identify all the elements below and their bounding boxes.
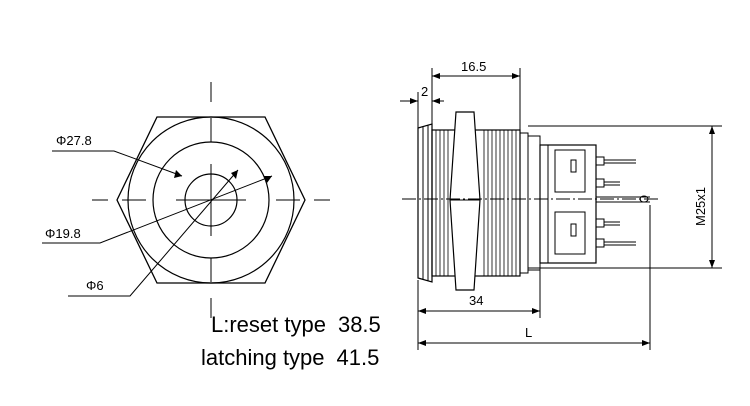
- note-latching-label: latching type: [201, 345, 325, 370]
- note-reset-label: L:reset type: [211, 312, 326, 337]
- side-hex-nut: [449, 111, 481, 291]
- terminal-pins: [595, 156, 650, 248]
- dim-outer-diameter: Φ27.8: [56, 133, 92, 148]
- note-latching: latching type 41.5: [201, 347, 379, 369]
- terminal-slot-top: [570, 159, 577, 173]
- hex-nut-outline: [116, 116, 306, 284]
- terminal-block-top: [554, 149, 586, 193]
- dim-thread-label: M25x1: [693, 187, 708, 226]
- note-latching-value: 41.5: [336, 345, 380, 370]
- terminal-slot-bottom: [570, 223, 577, 237]
- front-leaders: [42, 150, 273, 297]
- dim-top-line: [431, 68, 521, 130]
- dim-flange-label: 2: [421, 84, 428, 99]
- switch-body: [539, 144, 597, 264]
- rear-ring: [519, 132, 529, 274]
- terminal-block-bottom: [554, 211, 586, 255]
- dim-center-diameter: Φ6: [86, 278, 104, 293]
- dim-body-line: [417, 270, 541, 318]
- bezel-flange: [417, 123, 433, 283]
- dim-ring-diameter: Φ19.8: [45, 226, 81, 241]
- rear-collar: [527, 135, 541, 271]
- note-reset: L:reset type 38.5: [211, 314, 381, 336]
- dim-total-label: L: [525, 325, 532, 340]
- dim-top-label: 16.5: [461, 59, 486, 74]
- note-reset-value: 38.5: [337, 312, 381, 337]
- side-view: 16.5 2 M25x1 34: [400, 59, 722, 350]
- thread-marks: [435, 130, 517, 276]
- dim-thread-line: [528, 125, 722, 269]
- dim-total-line: [417, 205, 651, 350]
- front-view: Φ27.8 Φ19.8 Φ6: [42, 82, 330, 318]
- dim-body-label: 34: [469, 293, 483, 308]
- dim-flange-line: [400, 92, 444, 128]
